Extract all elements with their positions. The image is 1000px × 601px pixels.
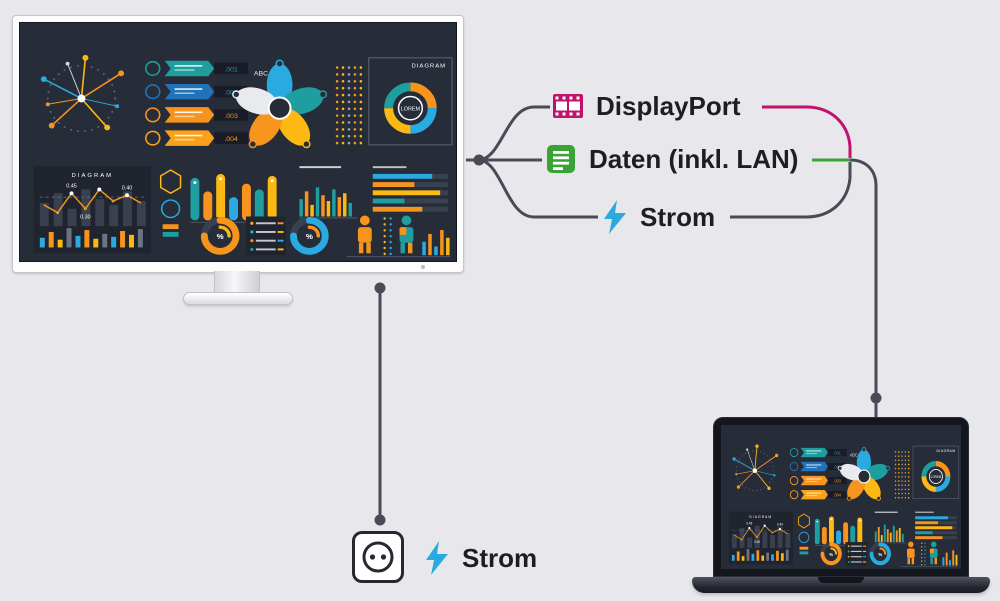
connector-strom-merge	[730, 162, 852, 219]
strom-label-row: Strom	[602, 200, 715, 234]
connector-to-laptop	[849, 158, 878, 440]
monitor-screen	[19, 22, 457, 262]
displayport-label-row: DisplayPort	[552, 90, 741, 122]
power-outlet-icon	[352, 531, 404, 583]
daten-label-row: Daten (inkl. LAN)	[545, 143, 798, 175]
laptop	[692, 417, 990, 593]
junction-dot-outlet	[374, 514, 386, 526]
displayport-label: DisplayPort	[596, 90, 741, 121]
lightning-icon	[604, 200, 626, 234]
connector-branch-strom	[477, 158, 598, 219]
laptop-screen	[713, 417, 969, 577]
document-icon	[547, 145, 575, 173]
connector-branch-displayport	[477, 105, 550, 162]
lightning-icon	[426, 541, 448, 575]
junction-dot-laptop	[870, 392, 882, 404]
monitor-stand-base	[183, 292, 293, 305]
monitor	[12, 15, 464, 273]
power-led	[421, 265, 425, 269]
laptop-dashboard-art	[721, 425, 961, 569]
junction-dot-monitor	[473, 154, 485, 166]
outlet-strom-label: Strom	[462, 542, 538, 573]
daten-label: Daten (inkl. LAN)	[589, 143, 799, 174]
connector-displayport-line	[762, 105, 852, 158]
laptop-base	[692, 577, 990, 593]
outlet-strom-label-row: Strom	[424, 541, 537, 575]
film-icon	[553, 94, 583, 118]
junction-dot-monitor-bottom	[374, 282, 386, 294]
outlet-face	[362, 541, 394, 573]
monitor-stand-neck	[214, 271, 260, 295]
monitor-dashboard-art	[20, 23, 456, 261]
strom-label: Strom	[640, 201, 716, 232]
